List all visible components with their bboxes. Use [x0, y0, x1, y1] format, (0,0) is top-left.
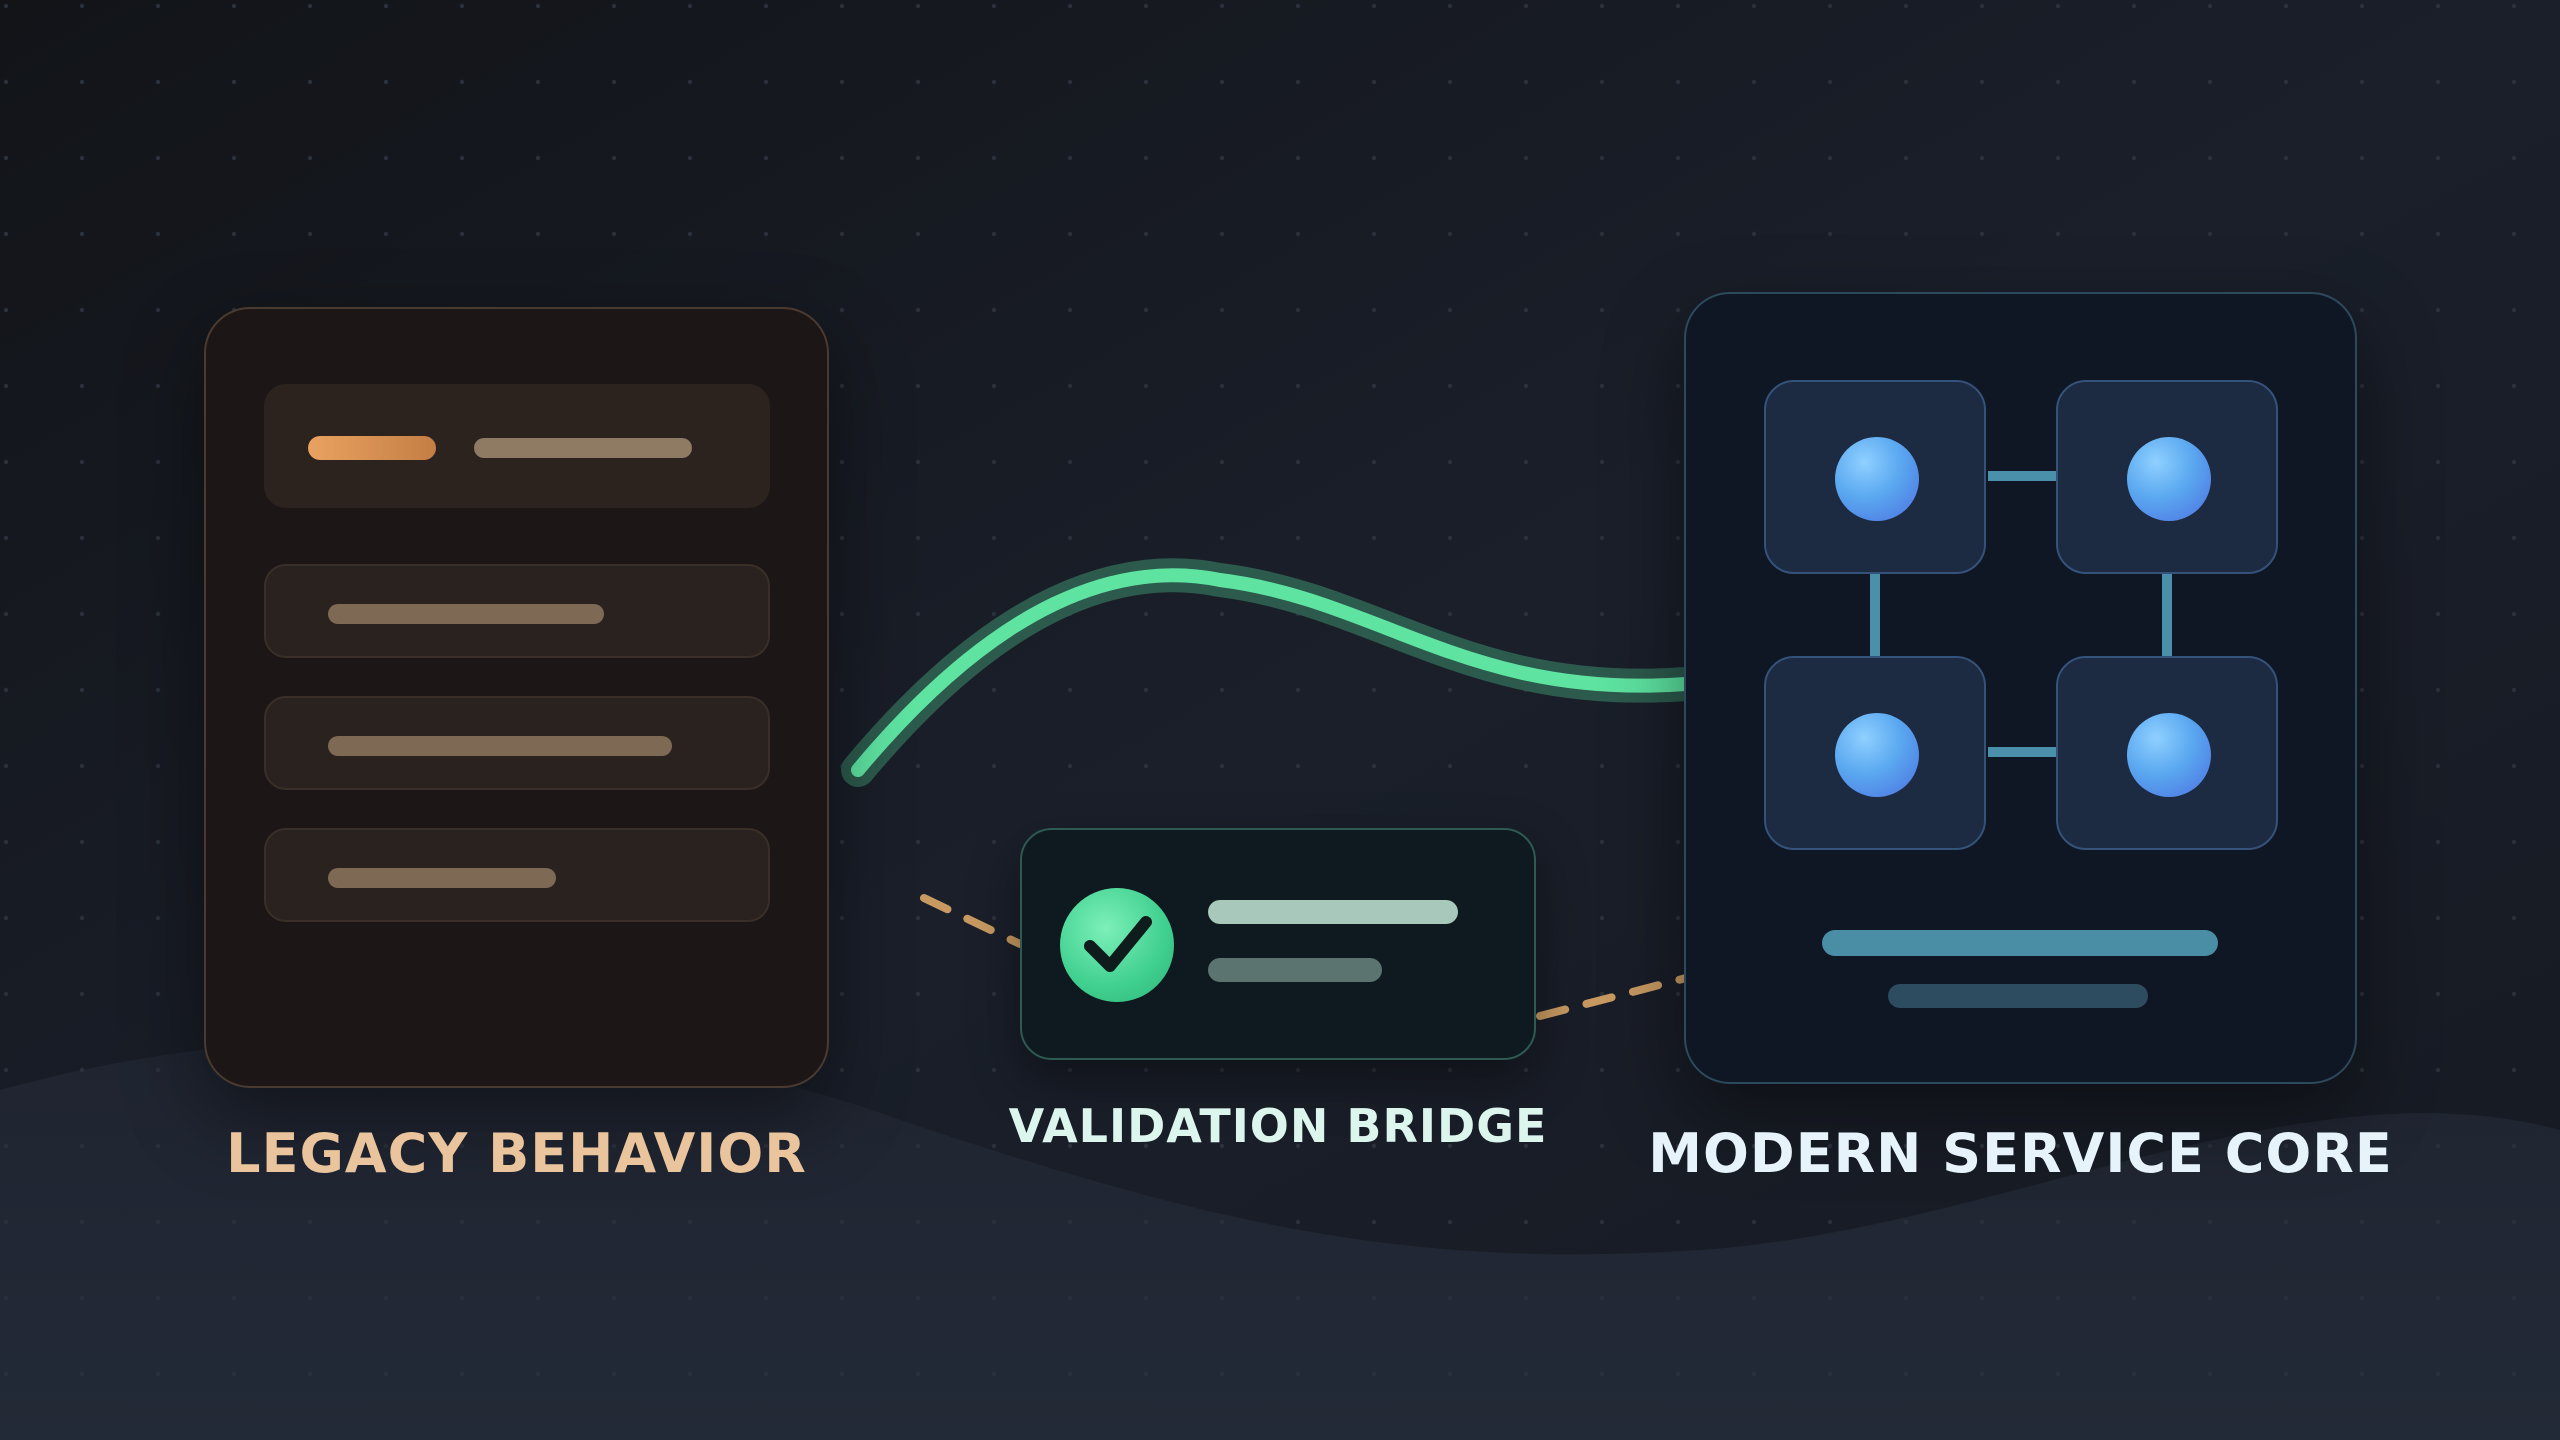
- modern-service-core-card: [1684, 292, 2357, 1084]
- bridge-curve-glow: [841, 558, 1703, 787]
- legacy-item-bar: [328, 736, 672, 756]
- modern-summary-bar-secondary: [1888, 984, 2148, 1008]
- modern-service-core-label: MODERN SERVICE CORE: [1648, 1122, 2393, 1185]
- service-node-dot: [2127, 713, 2211, 797]
- modern-summary-bar: [1822, 930, 2218, 956]
- service-node-dot: [1835, 713, 1919, 797]
- dashed-link-legacy: [920, 894, 1024, 948]
- check-icon: [1060, 888, 1174, 1002]
- service-node: [1764, 656, 1986, 850]
- validation-bridge-label: VALIDATION BRIDGE: [1008, 1099, 1548, 1153]
- bridge-line-primary: [1208, 900, 1458, 924]
- service-node: [2056, 656, 2278, 850]
- legacy-header-bar: [474, 438, 692, 458]
- service-node-dot: [2127, 437, 2211, 521]
- service-node-dot: [1835, 437, 1919, 521]
- service-node: [1764, 380, 1986, 574]
- legacy-behavior-label: LEGACY BEHAVIOR: [226, 1122, 807, 1185]
- dashed-link-modern: [1536, 974, 1690, 1020]
- bridge-curve: [851, 568, 1693, 777]
- legacy-list-item: [264, 828, 770, 922]
- legacy-header-row: [264, 384, 770, 508]
- legacy-list-item: [264, 564, 770, 658]
- service-node: [2056, 380, 2278, 574]
- legacy-list-item: [264, 696, 770, 790]
- node-links: [1870, 471, 2172, 757]
- validation-bridge-card: [1020, 828, 1536, 1060]
- legacy-item-bar: [328, 604, 604, 624]
- bridge-line-secondary: [1208, 958, 1382, 982]
- legacy-behavior-card: [204, 307, 829, 1088]
- legacy-item-bar: [328, 868, 556, 888]
- legacy-accent-bar: [308, 436, 436, 460]
